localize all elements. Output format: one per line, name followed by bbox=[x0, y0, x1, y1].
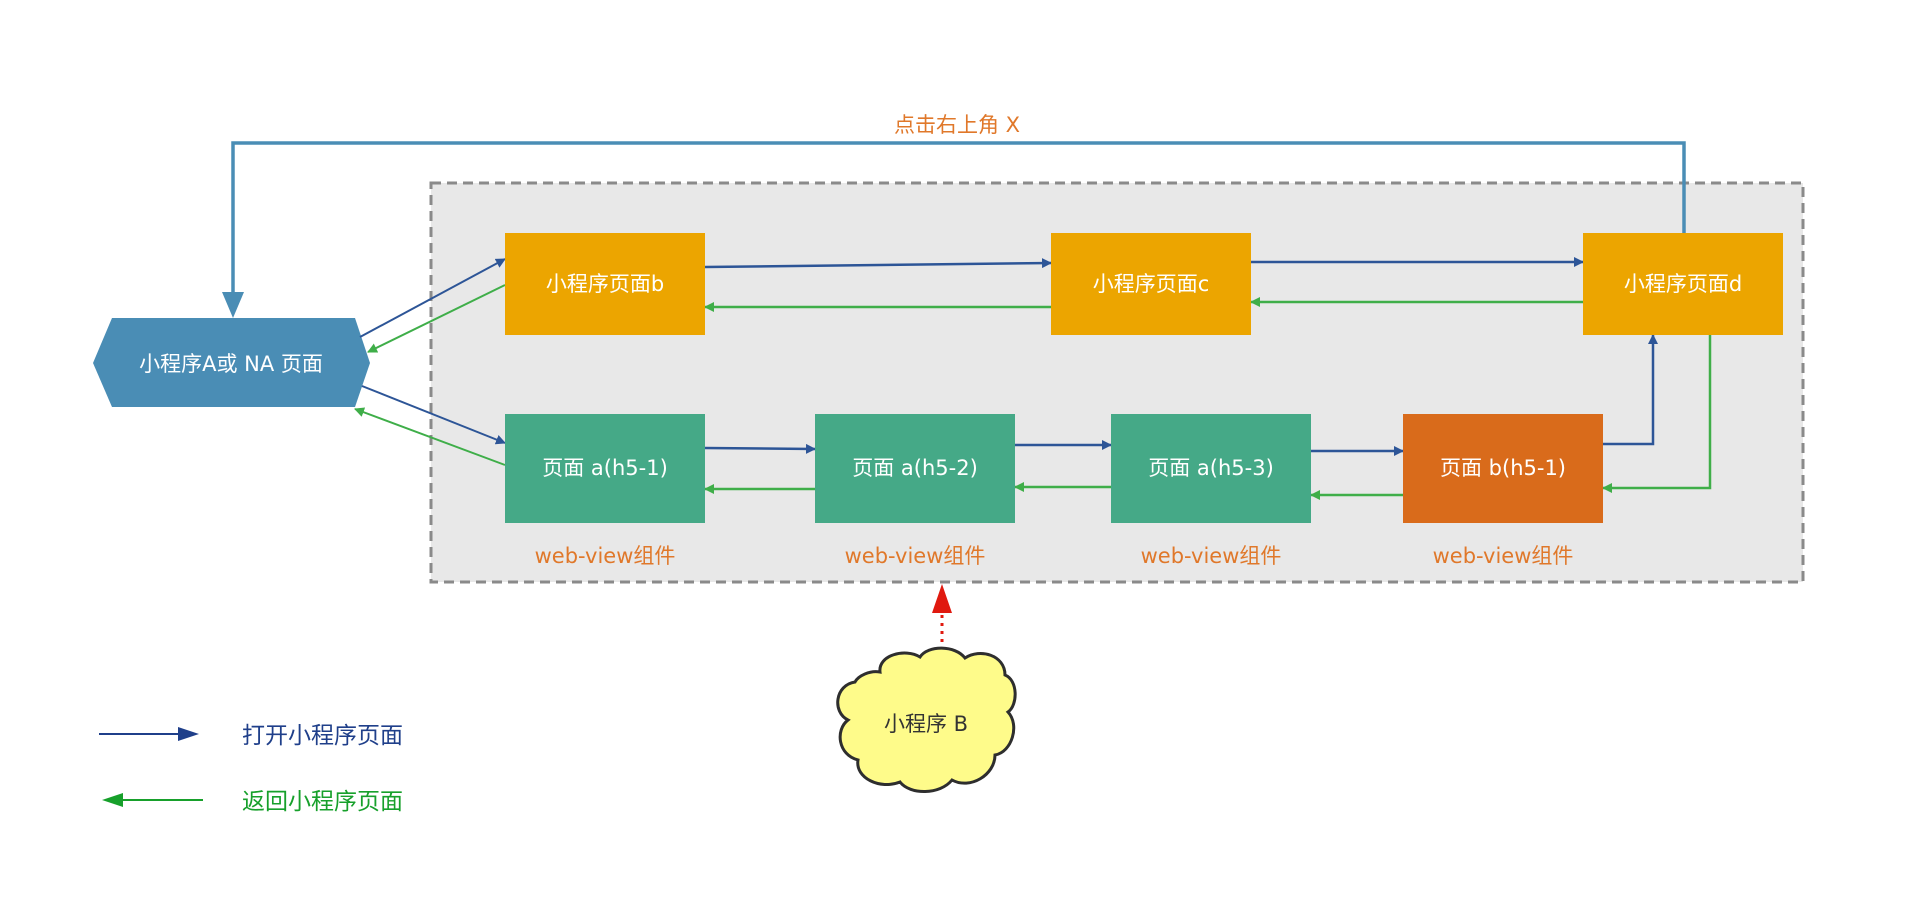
h5-page-a3-label: 页面 a(h5-3) bbox=[1148, 456, 1274, 480]
external-node[interactable]: 小程序 B bbox=[836, 646, 1017, 793]
h5-page-a2-label: 页面 a(h5-2) bbox=[852, 456, 978, 480]
h5-page-a2[interactable]: 页面 a(h5-2) bbox=[815, 414, 1015, 523]
close-label: 点击右上角 X bbox=[894, 113, 1020, 137]
h5-page-a1[interactable]: 页面 a(h5-1) bbox=[505, 414, 705, 523]
open-arrow bbox=[361, 385, 506, 445]
open-arrow bbox=[704, 258, 1052, 269]
close-path-line bbox=[231, 141, 1686, 300]
web-view-caption: web-view组件 bbox=[1433, 544, 1574, 568]
entry-node-label: 小程序A或 NA 页面 bbox=[139, 352, 323, 376]
h5-page-a3[interactable]: 页面 a(h5-3) bbox=[1111, 414, 1311, 523]
mini-page-d[interactable]: 小程序页面d bbox=[1583, 233, 1783, 335]
open-arrow bbox=[704, 443, 816, 454]
h5-page-a1-label: 页面 a(h5-1) bbox=[542, 456, 668, 480]
mini-page-b-label: 小程序页面b bbox=[546, 272, 664, 296]
mini-page-c-label: 小程序页面c bbox=[1093, 272, 1210, 296]
open-arrow bbox=[1603, 334, 1658, 446]
h5-page-b1-label: 页面 b(h5-1) bbox=[1440, 456, 1566, 480]
legend: 打开小程序页面 返回小程序页面 bbox=[99, 723, 403, 815]
legend-return-arrow-icon bbox=[102, 793, 123, 807]
entry-node[interactable] bbox=[93, 318, 370, 407]
return-arrow bbox=[354, 407, 506, 466]
mini-page-c[interactable]: 小程序页面c bbox=[1051, 233, 1251, 335]
mini-page-d-label: 小程序页面d bbox=[1624, 272, 1742, 296]
web-view-caption: web-view组件 bbox=[845, 544, 986, 568]
external-node-label: 小程序 B bbox=[884, 712, 968, 736]
return-arrow bbox=[1602, 335, 1712, 493]
mini-page-b[interactable]: 小程序页面b bbox=[505, 233, 705, 335]
legend-open-label: 打开小程序页面 bbox=[242, 723, 403, 749]
h5-page-b1[interactable]: 页面 b(h5-1) bbox=[1403, 414, 1603, 523]
close-arrow-head bbox=[222, 292, 244, 318]
return-arrow bbox=[367, 284, 506, 353]
cloud-icon bbox=[836, 646, 1017, 793]
legend-return-label: 返回小程序页面 bbox=[242, 789, 403, 815]
legend-open-arrow-icon bbox=[178, 727, 199, 741]
external-arrow-head bbox=[932, 584, 952, 613]
web-view-caption: web-view组件 bbox=[1141, 544, 1282, 568]
web-view-caption: web-view组件 bbox=[535, 544, 676, 568]
open-arrow bbox=[359, 258, 506, 338]
